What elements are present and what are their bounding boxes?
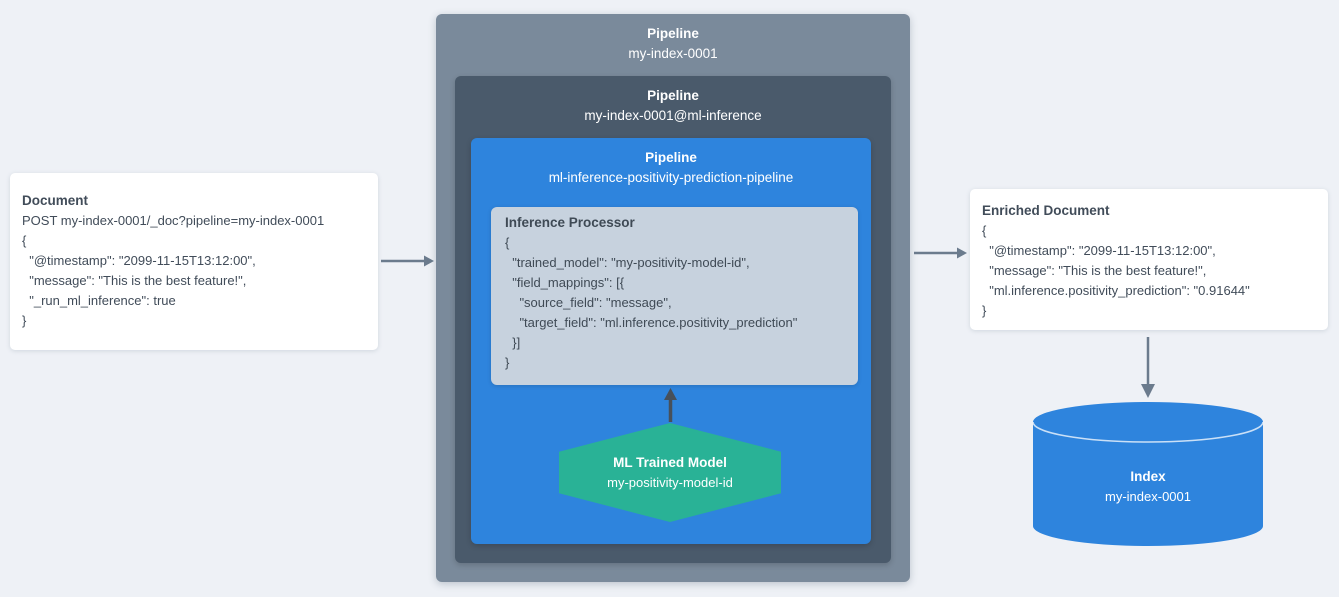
pipeline-box-mid: Pipeline my-index-0001@ml-inference Pipe… [455,76,891,563]
index-title: Index [1130,469,1166,484]
cylinder-shape-icon [1033,402,1263,546]
ml-trained-model-hexagon: ML Trained Model my-positivity-model-id [559,423,781,522]
arrow-document-to-pipeline-icon [381,255,434,267]
pipeline-outer-header: Pipeline my-index-0001 [436,14,910,64]
pipeline-box-outer: Pipeline my-index-0001 Pipeline my-index… [436,14,910,582]
enriched-document-card: Enriched Document { "@timestamp": "2099-… [970,189,1328,330]
document-card: Document POST my-index-0001/_doc?pipelin… [10,173,378,350]
pipeline-inner-header: Pipeline ml-inference-positivity-predict… [471,138,871,188]
pipeline-mid-label: Pipeline [647,88,699,103]
arrow-model-to-processor-icon [664,388,677,422]
index-cylinder: Index my-index-0001 [1033,402,1263,548]
arrow-pipeline-to-enriched-icon [914,247,967,259]
enriched-document-json: { "@timestamp": "2099-11-15T13:12:00", "… [982,223,1250,318]
document-card-title: Document [22,193,89,208]
document-card-json: POST my-index-0001/_doc?pipeline=my-inde… [22,213,325,328]
pipeline-box-inner: Pipeline ml-inference-positivity-predict… [471,138,871,544]
ml-model-title: ML Trained Model [613,454,727,470]
inference-processor-title: Inference Processor [505,215,635,230]
pipeline-mid-name: my-index-0001@ml-inference [584,108,762,123]
ml-model-name: my-positivity-model-id [607,474,733,490]
pipeline-outer-name: my-index-0001 [628,46,718,61]
index-text: Index my-index-0001 [1033,467,1263,507]
inference-processor-json: { "trained_model": "my-positivity-model-… [505,235,798,370]
arrow-enriched-to-index-icon [1141,337,1155,398]
pipeline-inner-label: Pipeline [645,150,697,165]
inference-processor-panel: Inference Processor { "trained_model": "… [491,207,858,385]
index-name: my-index-0001 [1105,489,1191,504]
pipeline-mid-header: Pipeline my-index-0001@ml-inference [455,76,891,126]
pipeline-inner-name: ml-inference-positivity-prediction-pipel… [548,170,794,185]
pipeline-outer-label: Pipeline [647,26,699,41]
enriched-document-title: Enriched Document [982,203,1110,218]
